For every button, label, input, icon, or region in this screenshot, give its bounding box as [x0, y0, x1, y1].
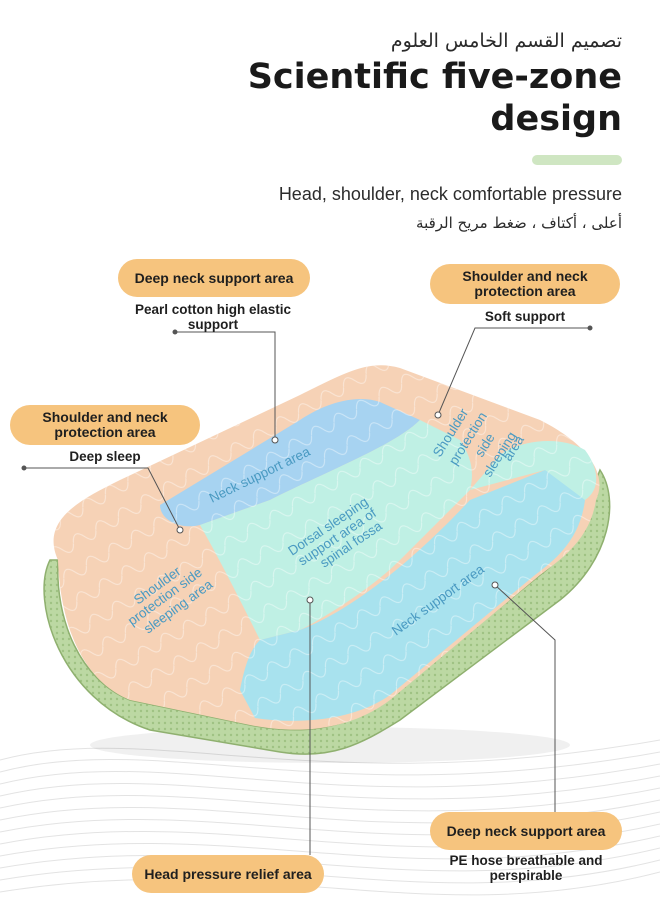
callout-desc-soft-support: Soft support — [484, 309, 566, 324]
arabic-title: تصميم القسم الخامس العلوم — [390, 30, 622, 52]
callout-deep-neck-support-bottom: Deep neck support area — [430, 812, 622, 850]
page-title: Scientific five-zone design — [247, 57, 622, 139]
callout-desc-pearl-cotton: Pearl cotton high elastic support — [134, 302, 292, 332]
callout-shoulder-neck-top: Shoulder and neck protection area — [430, 264, 620, 304]
callout-head-pressure-relief: Head pressure relief area — [132, 855, 324, 893]
pillow-mesh-edge — [43, 468, 611, 755]
callout-shoulder-neck-left: Shoulder and neck protection area — [10, 405, 200, 445]
callout-desc-pe-hose: PE hose breathable and perspirable — [449, 853, 603, 883]
callout-deep-neck-support-top: Deep neck support area — [118, 259, 310, 297]
arabic-subtitle: أعلى ، أكتاف ، ضغط مريح الرقبة — [416, 214, 622, 232]
title-accent-bar — [532, 155, 622, 165]
callout-desc-deep-sleep: Deep sleep — [69, 449, 141, 464]
page-subtitle: Head, shoulder, neck comfortable pressur… — [278, 184, 622, 204]
